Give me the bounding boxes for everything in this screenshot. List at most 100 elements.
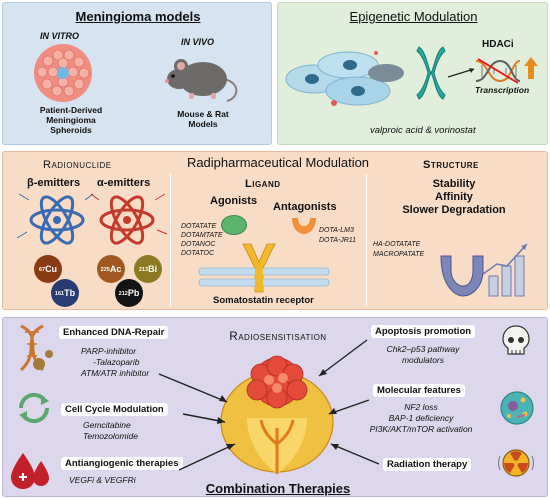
molecular-item: PI3K/AKT/mTOR activation bbox=[369, 424, 473, 434]
meningioma-models-panel: Meningioma models IN VITRO IN VIVO Patie… bbox=[2, 2, 272, 145]
isotope-mass: 225 bbox=[100, 267, 110, 273]
isotope-symbol: Tb bbox=[64, 288, 76, 298]
blood-drops-icon bbox=[11, 453, 49, 489]
vivo-caption-line: Models bbox=[188, 119, 218, 129]
isotope-symbol: Ac bbox=[109, 264, 122, 274]
somatostatin-receptor-illustration bbox=[198, 243, 330, 293]
molecular-features-pill: Molecular features bbox=[373, 384, 465, 397]
dna-repair-items: PARP-inhibitor -Talazoparib ATM/ATR inhi… bbox=[81, 346, 149, 379]
agonist-item: DOTAMTATE bbox=[181, 232, 223, 239]
divider-left bbox=[170, 174, 171, 306]
isotope-ac-badge: 225Ac bbox=[97, 255, 125, 283]
epigenetic-title: Epigenetic Modulation bbox=[349, 9, 478, 24]
structure-item: HA-DOTATATE bbox=[373, 241, 421, 248]
radiation-icon bbox=[498, 449, 534, 477]
upregulation-arrow-icon bbox=[524, 57, 538, 79]
structure-prop: Stability bbox=[432, 178, 476, 190]
epigenetic-modulation-panel: Epigenetic Modulation HDACi Transcriptio… bbox=[277, 2, 548, 145]
molecular-item: BAP-1 deficiency bbox=[388, 413, 454, 423]
molecular-item: NF2 loss bbox=[404, 402, 438, 412]
structure-heading: Structure bbox=[423, 159, 479, 171]
antagonist-list: DOTA-LM3 DOTA-JR11 bbox=[319, 226, 356, 246]
cycle-arrows-icon bbox=[18, 392, 50, 424]
cell-cycle-pill: Cell Cycle Modulation bbox=[61, 403, 168, 416]
agonist-ellipse-icon bbox=[221, 215, 247, 235]
isotope-mass: 212 bbox=[118, 291, 128, 297]
isotope-cu-badge: 67Cu bbox=[34, 255, 62, 283]
meningioma-models-title: Meningioma models bbox=[75, 9, 201, 24]
ligand-heading: Ligand bbox=[245, 178, 281, 190]
isotope-mass: 213 bbox=[138, 267, 149, 273]
arrow-icon bbox=[447, 68, 475, 78]
agonist-item: DOTATOC bbox=[181, 250, 215, 257]
isotope-mass: 67 bbox=[38, 267, 46, 273]
combination-therapies-panel: Radiosensitisation Combination Therapies… bbox=[2, 317, 548, 497]
dna-strand-icon bbox=[475, 58, 521, 84]
isotope-tb-badge: 161Tb bbox=[51, 279, 79, 307]
somatostatin-receptor-label: Somatostatin receptor bbox=[213, 295, 314, 306]
agonist-item: DOTATATE bbox=[181, 223, 217, 230]
beta-emitters-label: β-emitters bbox=[27, 177, 81, 189]
in-vitro-label: IN VITRO bbox=[40, 31, 80, 41]
isotope-pb-badge: 212Pb bbox=[115, 279, 143, 307]
vivo-caption: Mouse & Rat Models bbox=[163, 109, 243, 129]
molecular-items: NF2 loss BAP-1 deficiency PI3K/AKT/mTOR … bbox=[351, 402, 491, 435]
combination-therapies-title: Combination Therapies bbox=[205, 481, 351, 496]
antagonist-item: DOTA-LM3 bbox=[319, 227, 354, 234]
structure-prop: Affinity bbox=[435, 191, 473, 203]
apoptosis-items: Chk2–p53 pathway modulators bbox=[369, 344, 477, 366]
isotope-mass: 161 bbox=[54, 291, 65, 297]
epigenetic-drugs: valproic acid & vorinostat bbox=[370, 125, 476, 136]
agonist-item: DOTANOC bbox=[181, 241, 216, 248]
dna-helix-icon bbox=[19, 324, 53, 372]
vitro-caption-line: Meningioma bbox=[46, 115, 96, 125]
radio-title: Radipharmaceutical Modulation bbox=[186, 155, 370, 170]
structure-prop: Slower Degradation bbox=[402, 204, 506, 216]
dna-repair-item: ATM/ATR inhibitor bbox=[81, 368, 150, 378]
cell-features-icon bbox=[500, 391, 534, 425]
alpha-emitters-label: α-emitters bbox=[97, 177, 151, 189]
apoptosis-item: Chk2–p53 pathway bbox=[386, 344, 460, 354]
isotope-symbol: Bi bbox=[148, 264, 158, 274]
chromosome-icon bbox=[416, 46, 446, 100]
hdaci-label: HDACi bbox=[482, 39, 514, 50]
antiangiogenic-pill: Antiangiogenic therapies bbox=[61, 457, 183, 470]
isotope-bi-badge: 213Bi bbox=[134, 255, 162, 283]
growth-chart-icon bbox=[440, 243, 528, 297]
isotope-symbol: Cu bbox=[45, 264, 58, 274]
cells-illustration bbox=[285, 51, 404, 106]
isotope-symbol: Pb bbox=[127, 288, 140, 298]
dna-repair-item: PARP-inhibitor bbox=[81, 346, 137, 356]
mouse-illustration bbox=[165, 59, 238, 102]
spheroid-illustration bbox=[34, 44, 92, 102]
structure-item: MACROPATATE bbox=[373, 251, 425, 258]
divider-right bbox=[366, 174, 367, 306]
agonists-label: Agonists bbox=[210, 195, 258, 207]
radiopharmaceutical-panel: Radipharmaceutical Modulation Radionucli… bbox=[2, 151, 548, 310]
antiangiogenic-item: VEGFi & VEGFRi bbox=[69, 475, 136, 485]
antagonists-label: Antagonists bbox=[273, 201, 337, 213]
dna-repair-pill: Enhanced DNA-Repair bbox=[59, 326, 169, 339]
vivo-caption-line: Mouse & Rat bbox=[177, 109, 229, 119]
in-vivo-label: IN VIVO bbox=[181, 37, 215, 47]
meningioma-tumor-illustration bbox=[220, 355, 334, 474]
vitro-caption-line: Patient-Derived bbox=[39, 105, 103, 115]
agonist-list: DOTATATE DOTAMTATE DOTANOC DOTATOC bbox=[181, 222, 223, 258]
structure-props: Stability Affinity Slower Degradation bbox=[379, 178, 529, 217]
dna-repair-item: -Talazoparib bbox=[93, 357, 140, 367]
antagonist-shape-icon bbox=[292, 218, 316, 234]
cell-cycle-item: Temozolomide bbox=[83, 431, 138, 441]
radionuclide-heading: Radionuclide bbox=[43, 159, 112, 171]
antiangiogenic-items: VEGFi & VEGFRi bbox=[69, 475, 136, 485]
apoptosis-item: modulators bbox=[401, 355, 445, 365]
vitro-caption-line: Spheroids bbox=[50, 125, 92, 135]
cell-cycle-item: Gemcitabine bbox=[83, 420, 131, 430]
structure-list: HA-DOTATATE MACROPATATE bbox=[373, 240, 424, 260]
radiosensitisation-heading: Radiosensitisation bbox=[229, 331, 327, 343]
alpha-atom-icon bbox=[90, 193, 168, 245]
transcription-label: Transcription bbox=[475, 85, 530, 95]
beta-atom-icon bbox=[16, 193, 94, 245]
radiation-therapy-pill: Radiation therapy bbox=[383, 458, 472, 471]
skull-icon bbox=[502, 325, 530, 355]
apoptosis-pill: Apoptosis promotion bbox=[371, 325, 476, 338]
